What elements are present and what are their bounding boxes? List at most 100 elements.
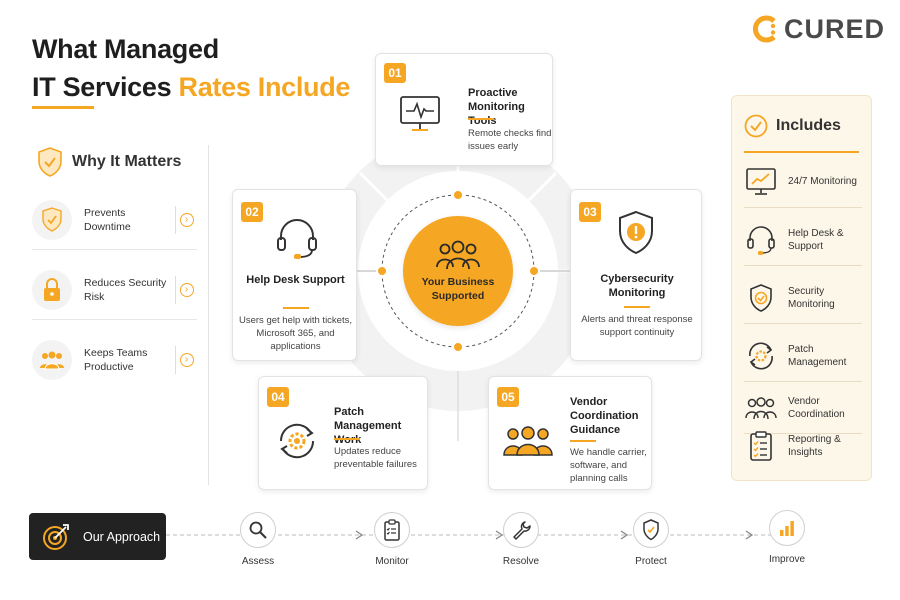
chevron-circle: › xyxy=(179,353,194,367)
shield-alert-icon xyxy=(619,210,653,255)
step-protect[interactable]: Protect xyxy=(611,512,691,567)
includes-item-label: Security Monitoring xyxy=(788,285,835,310)
why-item-label: Reduces Security Risk xyxy=(84,276,167,303)
card-monitoring-tools[interactable]: 01 Proactive Monitoring Tools Remote che… xyxy=(375,53,553,166)
card-underline xyxy=(468,118,494,120)
page-title: What Managed IT Services Rates Include xyxy=(32,30,350,106)
includes-icon-wrap xyxy=(744,340,778,372)
card-description: Remote checks find issues early xyxy=(468,128,552,152)
title-line-2-accent: Rates Include xyxy=(178,72,351,102)
check-circle-icon xyxy=(744,114,768,138)
divider xyxy=(208,145,209,485)
includes-title: Includes xyxy=(776,117,841,134)
card-help-desk[interactable]: 02 Help Desk Support Users get help with… xyxy=(232,189,357,361)
brand-logo[interactable]: CURED xyxy=(750,12,885,46)
title-line-2: IT Services Rates Include xyxy=(32,68,350,106)
team-icon xyxy=(745,396,777,419)
center-node[interactable]: Your Business Supported xyxy=(403,216,513,326)
step-label: Monitor xyxy=(375,556,409,567)
why-item-security[interactable]: Reduces Security Risk › xyxy=(32,260,197,320)
includes-icon-wrap xyxy=(744,283,778,313)
includes-icon-wrap xyxy=(744,396,778,420)
headset-icon xyxy=(277,219,317,259)
card-description: We handle carrier, software, and plannin… xyxy=(570,447,647,484)
monitor-pulse-icon xyxy=(400,96,440,131)
approach-label: Our Approach xyxy=(83,529,161,544)
our-approach-button[interactable]: Our Approach xyxy=(29,513,166,560)
why-icon-wrap xyxy=(32,340,72,380)
step-assess[interactable]: Assess xyxy=(218,512,298,567)
why-title: Why It Matters xyxy=(72,153,182,170)
card-description: Updates reduce preventable failures xyxy=(334,446,417,470)
step-label: Protect xyxy=(635,556,667,567)
title-line-2-plain: IT Services xyxy=(32,72,179,102)
headset-icon xyxy=(747,225,775,255)
target-icon xyxy=(43,523,69,550)
group-icon xyxy=(436,240,480,270)
center-label: Your Business Supported xyxy=(421,276,495,302)
card-number: 02 xyxy=(241,202,263,222)
wrench-icon xyxy=(513,521,531,540)
includes-item-label: Patch Management xyxy=(788,343,847,368)
step-monitor[interactable]: Monitor xyxy=(352,512,432,567)
step-improve[interactable]: Improve xyxy=(747,510,827,565)
chevron-right-icon[interactable]: › xyxy=(175,275,197,304)
includes-header: Includes xyxy=(744,114,841,138)
includes-icon-wrap xyxy=(744,167,778,197)
shield-check-icon xyxy=(643,519,659,541)
includes-panel: Includes 24/7 Monitoring Help Desk & Sup… xyxy=(731,95,872,481)
logo-text: CURED xyxy=(784,13,886,44)
magnifier-icon xyxy=(249,521,267,539)
card-title: Vendor Coordination Guidance xyxy=(570,396,639,436)
team-icon xyxy=(40,351,64,370)
card-underline xyxy=(570,440,596,442)
title-line-1: What Managed xyxy=(32,34,219,64)
card-cybersecurity[interactable]: 03 Cybersecurity Monitoring Alerts and t… xyxy=(570,189,702,361)
card-description: Users get help with tickets, Microsoft 3… xyxy=(239,315,352,352)
why-item-productive[interactable]: Keeps Teams Productive › xyxy=(32,330,197,390)
includes-item-label: Reporting & Insights xyxy=(788,434,841,458)
includes-item-reporting[interactable]: Reporting & Insights xyxy=(744,416,862,476)
chevron-circle: › xyxy=(179,282,194,297)
step-label: Improve xyxy=(768,554,806,565)
step-circle xyxy=(240,512,276,548)
why-icon-wrap xyxy=(32,269,72,310)
card-patch-management[interactable]: 04 Patch Management Work Updates reduce … xyxy=(258,376,428,490)
gear-cycle-icon xyxy=(749,341,773,370)
bar-chart-icon xyxy=(780,521,794,536)
includes-item-monitoring[interactable]: 24/7 Monitoring xyxy=(744,156,862,208)
chevron-right-icon[interactable]: › xyxy=(175,205,197,234)
why-icon-wrap xyxy=(32,199,72,240)
step-label: Assess xyxy=(241,556,275,567)
why-item-label: Keeps Teams Productive xyxy=(84,347,148,373)
card-vendor-coordination[interactable]: 05 Vendor Coordination Guidance We handl… xyxy=(488,376,652,490)
step-circle xyxy=(633,512,669,548)
why-header: Why It Matters xyxy=(36,146,181,178)
includes-item-security[interactable]: Security Monitoring xyxy=(744,272,862,324)
card-number: 04 xyxy=(267,387,289,407)
card-description: Alerts and threat response support conti… xyxy=(581,314,693,338)
includes-item-vendor[interactable]: Vendor Coordination xyxy=(744,382,862,434)
card-title: Help Desk Support xyxy=(246,274,345,286)
includes-item-helpdesk[interactable]: Help Desk & Support xyxy=(744,214,862,266)
card-number: 03 xyxy=(579,202,601,222)
shield-check-icon xyxy=(38,147,62,177)
shield-check-icon xyxy=(750,283,772,312)
step-circle xyxy=(503,512,539,548)
card-title: Proactive Monitoring Tools xyxy=(468,87,525,127)
logo-mark-icon xyxy=(753,15,776,43)
chevron-right-icon[interactable]: › xyxy=(175,346,197,374)
monitor-chart-icon xyxy=(746,167,776,195)
why-item-downtime[interactable]: Prevents Downtime › xyxy=(32,190,197,250)
card-underline xyxy=(283,307,309,309)
padlock-icon xyxy=(44,277,60,301)
why-item-label: Prevents Downtime xyxy=(84,206,131,233)
step-resolve[interactable]: Resolve xyxy=(481,512,561,567)
shield-check-icon xyxy=(42,206,62,232)
step-circle xyxy=(374,512,410,548)
step-circle xyxy=(769,510,805,546)
includes-item-label: Vendor Coordination xyxy=(788,395,845,420)
card-underline xyxy=(334,438,360,440)
includes-item-patch[interactable]: Patch Management xyxy=(744,330,862,382)
card-underline xyxy=(624,306,650,308)
